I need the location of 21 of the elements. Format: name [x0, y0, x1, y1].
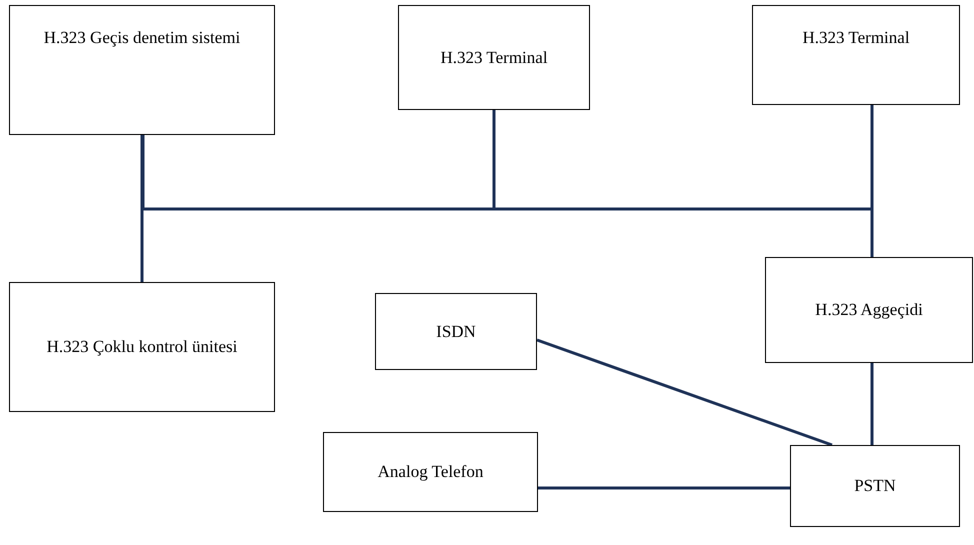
box-label: Analog Telefon — [378, 462, 484, 482]
box-label: H.323 Terminal — [440, 48, 548, 68]
network-box — [790, 445, 960, 527]
network-box — [9, 282, 275, 412]
box-label: H.323 Çoklu kontrol ünitesi — [46, 337, 238, 357]
connector-line — [538, 486, 790, 490]
connector-line — [870, 105, 874, 257]
network-box — [752, 5, 960, 105]
box-label: ISDN — [436, 322, 476, 342]
network-box — [323, 432, 538, 512]
box-label: H.323 Geçis denetim sistemi — [44, 28, 240, 48]
network-box — [398, 5, 590, 110]
connector-line — [536, 338, 832, 446]
network-box — [765, 257, 973, 363]
box-label: PSTN — [854, 476, 896, 496]
network-box — [375, 293, 537, 370]
box-label: H.323 Terminal — [802, 28, 910, 48]
box-label: H.323 Aggeçidi — [815, 300, 923, 320]
network-box — [9, 5, 275, 135]
connector-line — [140, 135, 144, 282]
connector-line — [870, 363, 874, 445]
